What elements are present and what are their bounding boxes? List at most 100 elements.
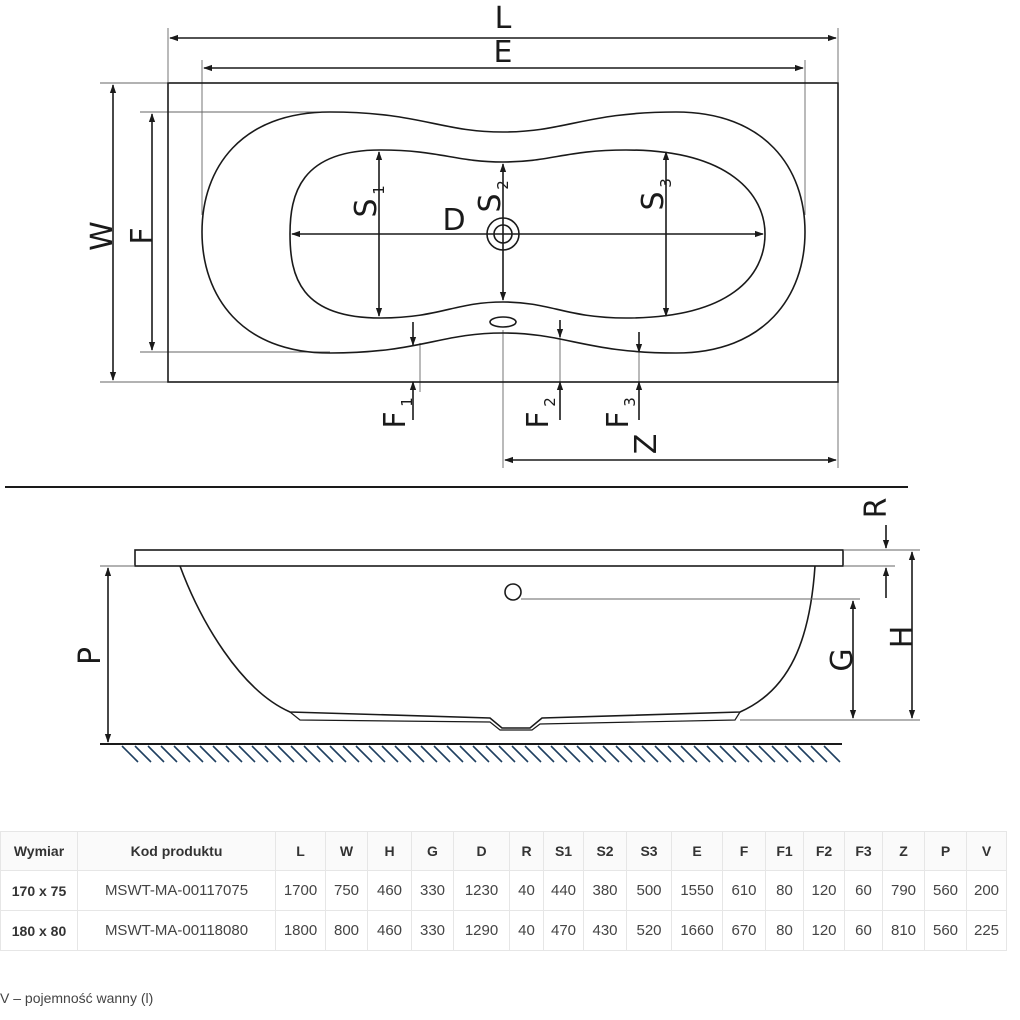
column-header: F xyxy=(722,831,766,871)
column-header: F1 xyxy=(765,831,804,871)
svg-text:S: S xyxy=(349,198,384,217)
hatch-stroke xyxy=(472,745,490,763)
size-cell: 180 x 80 xyxy=(0,910,78,951)
column-header: V xyxy=(966,831,1007,871)
table-cell: 225 xyxy=(966,910,1007,951)
column-header: G xyxy=(411,831,454,871)
hatch-stroke xyxy=(641,745,659,763)
column-header: F3 xyxy=(844,831,883,871)
table-cell: 1800 xyxy=(275,910,326,951)
hatch-stroke xyxy=(121,745,139,763)
svg-text:F: F xyxy=(521,411,556,428)
capacity-note: V – pojemność wanny (l) xyxy=(0,990,154,1006)
overflow-opening xyxy=(489,316,517,328)
column-header: S3 xyxy=(626,831,672,871)
table-cell: 120 xyxy=(803,870,845,911)
svg-text:3: 3 xyxy=(657,178,675,188)
table-cell: 750 xyxy=(325,870,368,911)
hatch-stroke xyxy=(784,745,802,763)
label-G: G xyxy=(825,648,860,671)
hatch-stroke xyxy=(498,745,516,763)
table-cell: 1700 xyxy=(275,870,326,911)
label-E: E xyxy=(494,35,513,70)
hatch-stroke xyxy=(264,745,282,763)
hatch-stroke xyxy=(797,745,815,763)
svg-text:S: S xyxy=(473,193,508,212)
table-cell: 1550 xyxy=(671,870,723,911)
side-rim xyxy=(134,549,844,567)
column-header: H xyxy=(367,831,412,871)
table-cell: 60 xyxy=(844,870,883,911)
label-Z: Z xyxy=(629,434,664,455)
table-cell: 810 xyxy=(882,910,925,951)
hatch-stroke xyxy=(667,745,685,763)
extension-lines xyxy=(100,28,839,468)
table-cell: 1290 xyxy=(453,910,510,951)
hatch-stroke xyxy=(316,745,334,763)
column-header: R xyxy=(509,831,544,871)
hatch-stroke xyxy=(199,745,217,763)
hatch-stroke xyxy=(355,745,373,763)
table-cell: 470 xyxy=(543,910,584,951)
hatch-stroke xyxy=(524,745,542,763)
bathtub-dimension-drawing: L E W F D S 1 S 2 S 3 F 1 F 2 F 3 Z xyxy=(5,1,920,763)
label-H: H xyxy=(885,626,920,649)
table-cell: MSWT-MA-00118080 xyxy=(77,910,276,951)
hatch-stroke xyxy=(563,745,581,763)
hatch-stroke xyxy=(238,745,256,763)
hatch-stroke xyxy=(368,745,386,763)
hatch-stroke xyxy=(745,745,763,763)
hatch-stroke xyxy=(160,745,178,763)
column-header: L xyxy=(275,831,326,871)
label-F: F xyxy=(125,227,160,244)
table-cell: 60 xyxy=(844,910,883,951)
table-cell: 120 xyxy=(803,910,845,951)
side-tub-body xyxy=(179,565,816,729)
label-P: P xyxy=(73,647,108,665)
table-cell: 1660 xyxy=(671,910,723,951)
table-cell: 440 xyxy=(543,870,584,911)
column-header: Wymiar xyxy=(0,831,78,871)
table-cell: 1230 xyxy=(453,870,510,911)
inner-floor-outline xyxy=(289,149,766,319)
column-header: S1 xyxy=(543,831,584,871)
table-cell: 80 xyxy=(765,870,804,911)
svg-text:2: 2 xyxy=(494,180,512,190)
hatch-stroke xyxy=(654,745,672,763)
table-cell: 40 xyxy=(509,870,544,911)
hatch-stroke xyxy=(615,745,633,763)
svg-text:F: F xyxy=(601,411,636,428)
outer-rim-outline xyxy=(201,111,806,354)
hatch-stroke xyxy=(628,745,646,763)
hatch-stroke xyxy=(290,745,308,763)
tub-deck-outline xyxy=(167,82,839,383)
hatch-stroke xyxy=(420,745,438,763)
hatch-stroke xyxy=(394,745,412,763)
hatch-stroke xyxy=(680,745,698,763)
size-cell: 170 x 75 xyxy=(0,870,78,911)
hatch-stroke xyxy=(706,745,724,763)
column-header: S2 xyxy=(583,831,627,871)
table-cell: 460 xyxy=(367,910,412,951)
side-view-labels: R H G P xyxy=(73,498,920,672)
svg-text:3: 3 xyxy=(621,397,639,407)
column-header: P xyxy=(924,831,967,871)
table-cell: 330 xyxy=(411,910,454,951)
table-cell: 520 xyxy=(626,910,672,951)
column-header: F2 xyxy=(803,831,845,871)
column-header: E xyxy=(671,831,723,871)
table-cell: 560 xyxy=(924,910,967,951)
svg-text:S: S xyxy=(636,191,671,210)
svg-text:1: 1 xyxy=(370,185,388,195)
hatch-stroke xyxy=(225,745,243,763)
label-D: D xyxy=(442,203,465,238)
hatch-stroke xyxy=(381,745,399,763)
hatch-stroke xyxy=(134,745,152,763)
table-cell: 40 xyxy=(509,910,544,951)
label-F1: F 1 xyxy=(378,397,416,428)
label-F3: F 3 xyxy=(601,397,639,428)
column-header: Kod produktu xyxy=(77,831,276,871)
top-view xyxy=(100,28,839,468)
